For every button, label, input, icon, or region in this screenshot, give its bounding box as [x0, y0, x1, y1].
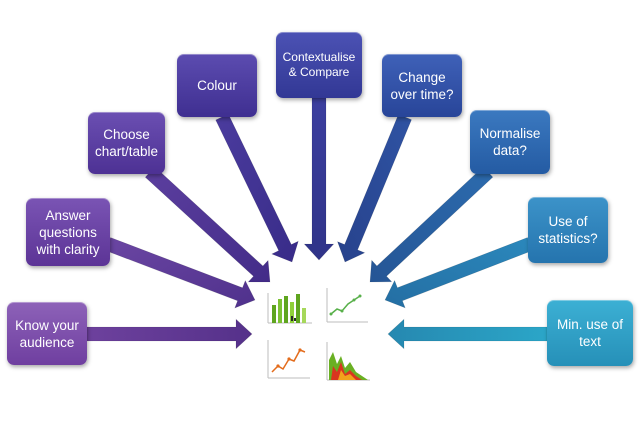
node-label-line: Use of — [548, 214, 588, 229]
node-label-line: & Compare — [288, 65, 350, 79]
node-label-line: Normalise — [479, 126, 541, 141]
node-contextualise: Contextualise& Compare — [276, 32, 362, 98]
node-label-line: over time? — [390, 86, 454, 102]
node-label-line: Contextualise — [282, 50, 356, 64]
node-min-use-of-text: Min. use of text — [547, 300, 633, 366]
bar-chart-icon — [267, 293, 312, 324]
node-label-line: Know your — [15, 317, 79, 333]
arrow-4 — [303, 97, 335, 261]
node-label-line: Answer — [45, 207, 91, 223]
arrow-3 — [215, 113, 299, 263]
node-choose-chart: Choose chart/table — [88, 112, 165, 174]
node-label-line: Change — [398, 69, 446, 85]
node-label-line: Colour — [197, 78, 237, 93]
arrow-0 — [86, 318, 253, 350]
arrow-8 — [387, 318, 548, 350]
area-chart-icon — [326, 342, 370, 381]
node-label-line: text — [579, 334, 601, 349]
arrow-1 — [105, 237, 256, 309]
arrow-2 — [144, 166, 271, 283]
node-label-line: statistics? — [538, 231, 598, 246]
arrow-7 — [384, 237, 533, 309]
arrow-5 — [336, 113, 412, 263]
arrow-6 — [369, 166, 494, 283]
line-chart-icon — [326, 288, 368, 323]
scatter-line-icon — [267, 340, 310, 379]
node-normalise-data: Normalise data? — [470, 110, 550, 174]
node-label-line: questions — [39, 224, 97, 240]
node-colour: Colour — [177, 54, 257, 117]
node-label-line: Min. use of — [556, 317, 624, 332]
node-use-of-statistics: Use of statistics? — [528, 197, 608, 263]
node-label-line: with clarity — [36, 241, 100, 257]
node-label-line: audience — [19, 334, 75, 350]
node-label-line: chart/table — [94, 144, 159, 159]
node-label-line: data? — [493, 143, 527, 158]
node-label-line: Choose — [103, 127, 150, 142]
